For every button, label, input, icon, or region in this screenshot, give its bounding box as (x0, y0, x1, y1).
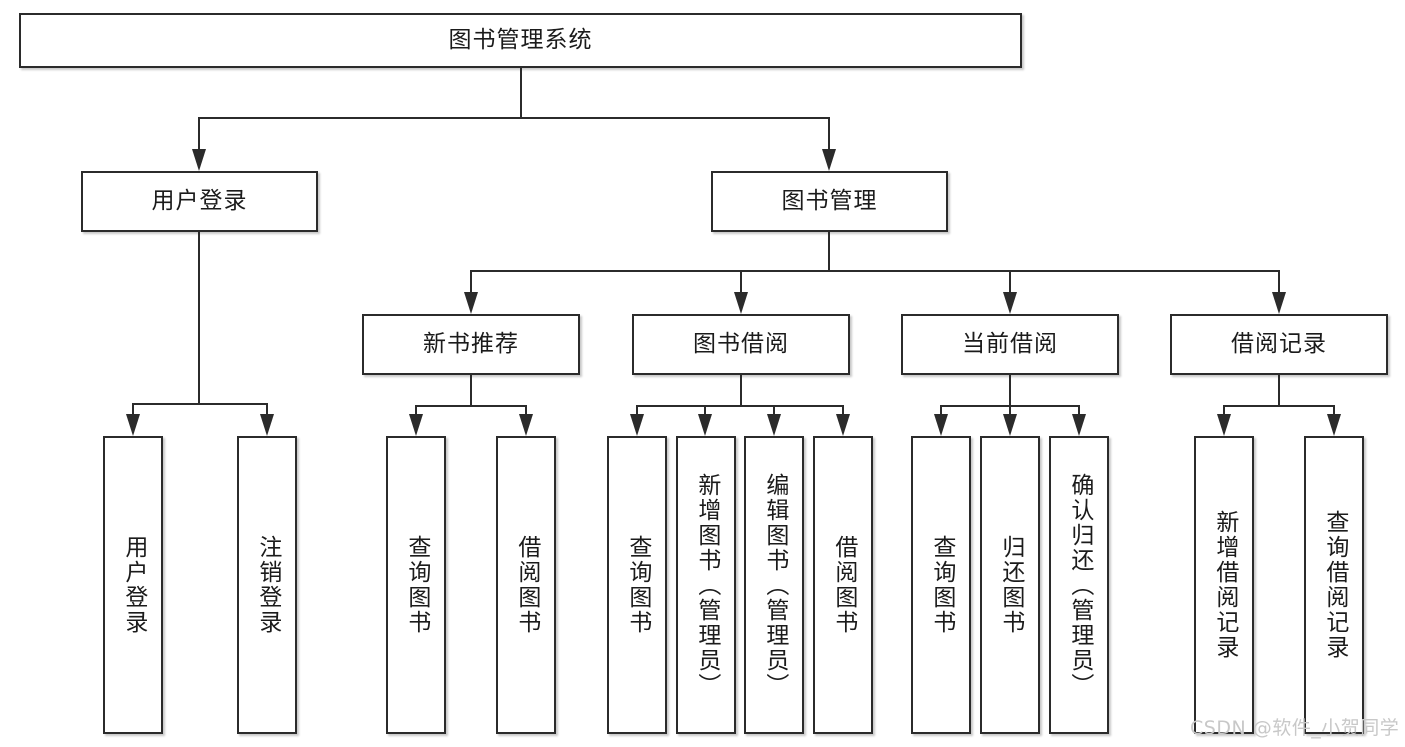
connector-cb-drop-3 (1078, 405, 1080, 414)
node-leaf-borrow-book-1-label: 借阅图书 (513, 535, 540, 635)
connector-book-management-bus (470, 270, 1279, 272)
connector-bb-drop-2 (704, 405, 706, 414)
node-new-book-recommend-label: 新书推荐 (423, 330, 519, 357)
connector-br-drop-2 (1333, 405, 1335, 414)
connector-bb-bus (636, 405, 844, 407)
connector-user-login-stem (198, 232, 200, 404)
node-user-login[interactable]: 用户登录 (81, 171, 318, 232)
node-leaf-return-book-label: 归还图书 (997, 535, 1024, 635)
arrowhead-current-borrow (1003, 292, 1017, 314)
connector-user-login-drop-2 (266, 403, 268, 414)
arrowhead-book-management (822, 149, 836, 171)
connector-nbr-drop-2 (525, 405, 527, 414)
node-leaf-user-logout-label: 注销登录 (254, 535, 281, 635)
arrowhead-leaf-query-book-3 (934, 414, 948, 436)
connector-bm-drop-new-book (470, 270, 472, 292)
arrowhead-leaf-confirm-return (1072, 414, 1086, 436)
node-leaf-user-login-label: 用户登录 (120, 535, 147, 635)
node-leaf-add-book[interactable]: 新增图书（管理员） (676, 436, 736, 734)
arrowhead-leaf-user-logout (260, 414, 274, 436)
arrowhead-leaf-borrow-book-2 (836, 414, 850, 436)
arrowhead-leaf-add-book (698, 414, 712, 436)
node-leaf-borrow-book-2-label: 借阅图书 (830, 535, 857, 635)
arrowhead-leaf-query-record (1327, 414, 1341, 436)
connector-cb-drop-2 (1009, 405, 1011, 414)
node-book-borrow[interactable]: 图书借阅 (632, 314, 850, 375)
connector-bb-drop-1 (636, 405, 638, 414)
node-root-label: 图书管理系统 (448, 26, 593, 53)
node-leaf-add-record[interactable]: 新增借阅记录 (1194, 436, 1254, 734)
node-leaf-query-record-label: 查询借阅记录 (1321, 510, 1348, 660)
node-leaf-query-book-3-label: 查询图书 (928, 535, 955, 635)
arrowhead-book-borrow (734, 292, 748, 314)
connector-user-login-bus (132, 403, 267, 405)
arrowhead-leaf-add-record (1217, 414, 1231, 436)
connector-user-login-drop-1 (132, 403, 134, 414)
arrowhead-leaf-return-book (1003, 414, 1017, 436)
watermark-text: CSDN @软件_小贺同学 (1190, 717, 1400, 739)
arrowhead-leaf-query-book-2 (630, 414, 644, 436)
arrowhead-leaf-edit-book (767, 414, 781, 436)
node-leaf-edit-book[interactable]: 编辑图书（管理员） (744, 436, 804, 734)
connector-cb-drop-1 (940, 405, 942, 414)
connector-bb-drop-4 (842, 405, 844, 414)
node-borrow-record-label: 借阅记录 (1231, 330, 1327, 357)
node-leaf-return-book[interactable]: 归还图书 (980, 436, 1040, 734)
arrowhead-leaf-query-book-1 (409, 414, 423, 436)
node-book-management-label: 图书管理 (781, 187, 878, 214)
connector-book-management-stem (828, 232, 830, 271)
connector-bm-drop-current-borrow (1009, 270, 1011, 292)
node-root-library-system[interactable]: 图书管理系统 (19, 13, 1022, 68)
node-leaf-query-record[interactable]: 查询借阅记录 (1304, 436, 1364, 734)
node-leaf-query-book-1[interactable]: 查询图书 (386, 436, 446, 734)
arrowhead-leaf-borrow-book-1 (519, 414, 533, 436)
connector-nbr-stem (470, 375, 472, 406)
node-leaf-query-book-2-label: 查询图书 (624, 535, 651, 635)
node-user-login-label: 用户登录 (151, 187, 248, 214)
connector-bb-stem (740, 375, 742, 406)
node-new-book-recommend[interactable]: 新书推荐 (362, 314, 580, 375)
arrowhead-user-login (192, 149, 206, 171)
arrowhead-leaf-user-login (126, 414, 140, 436)
connector-bb-drop-3 (773, 405, 775, 414)
node-book-borrow-label: 图书借阅 (693, 330, 789, 357)
node-leaf-user-login[interactable]: 用户登录 (103, 436, 163, 734)
node-leaf-query-book-3[interactable]: 查询图书 (911, 436, 971, 734)
node-leaf-confirm-return-label: 确认归还（管理员） (1066, 472, 1093, 698)
node-leaf-borrow-book-1[interactable]: 借阅图书 (496, 436, 556, 734)
connector-root-stem (520, 68, 522, 118)
node-book-management[interactable]: 图书管理 (711, 171, 948, 232)
arrowhead-borrow-record (1272, 292, 1286, 314)
connector-br-bus (1223, 405, 1335, 407)
node-leaf-confirm-return[interactable]: 确认归还（管理员） (1049, 436, 1109, 734)
connector-bm-drop-book-borrow (740, 270, 742, 292)
node-borrow-record[interactable]: 借阅记录 (1170, 314, 1388, 375)
node-leaf-edit-book-label: 编辑图书（管理员） (761, 472, 788, 698)
node-current-borrow[interactable]: 当前借阅 (901, 314, 1119, 375)
connector-nbr-bus (415, 405, 527, 407)
connector-br-stem (1278, 375, 1280, 406)
node-leaf-borrow-book-2[interactable]: 借阅图书 (813, 436, 873, 734)
node-leaf-query-book-2[interactable]: 查询图书 (607, 436, 667, 734)
connector-bm-drop-borrow-record (1278, 270, 1280, 292)
connector-root-drop-book-management (828, 117, 830, 149)
node-leaf-user-logout[interactable]: 注销登录 (237, 436, 297, 734)
node-current-borrow-label: 当前借阅 (962, 330, 1058, 357)
node-leaf-add-book-label: 新增图书（管理员） (693, 472, 720, 698)
connector-root-bus (198, 117, 830, 119)
connector-cb-stem (1009, 375, 1011, 406)
connector-root-drop-user-login (198, 117, 200, 149)
arrowhead-new-book-recommend (464, 292, 478, 314)
connector-nbr-drop-1 (415, 405, 417, 414)
connector-br-drop-1 (1223, 405, 1225, 414)
node-leaf-query-book-1-label: 查询图书 (403, 535, 430, 635)
node-leaf-add-record-label: 新增借阅记录 (1211, 510, 1238, 660)
